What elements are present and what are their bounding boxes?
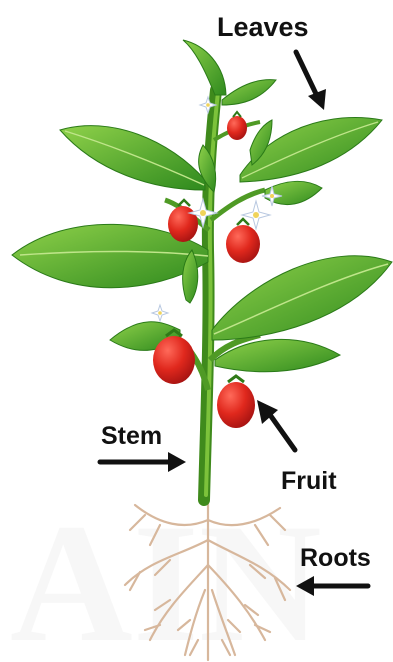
leaf — [222, 80, 276, 105]
svg-text:AIN: AIN — [10, 489, 322, 662]
label-roots: Roots — [300, 544, 371, 572]
leaf — [60, 126, 205, 190]
flower — [152, 305, 168, 321]
stem-arrow — [100, 452, 186, 472]
leaf — [212, 256, 392, 340]
fruit — [217, 376, 255, 428]
label-leaves: Leaves — [217, 12, 309, 42]
flower — [242, 201, 270, 229]
watermark: AIN — [10, 489, 322, 662]
label-fruit: Fruit — [281, 467, 337, 495]
leaves-arrow — [296, 52, 326, 110]
fruit-arrow — [257, 400, 295, 450]
fruit — [227, 112, 247, 140]
leaf — [183, 40, 226, 95]
label-stem: Stem — [101, 422, 162, 450]
fruit — [168, 200, 198, 242]
